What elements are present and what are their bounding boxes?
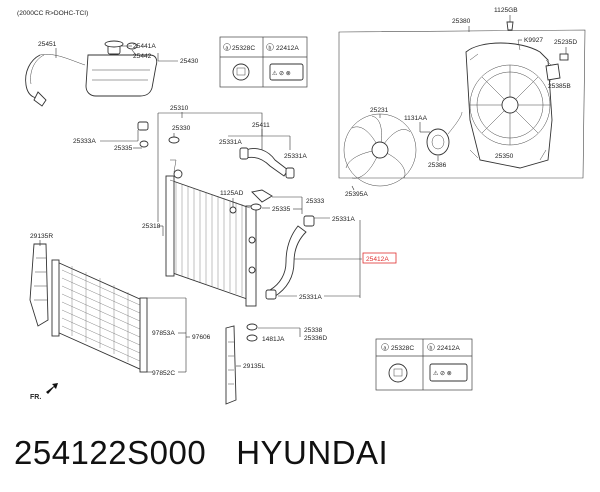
svg-text:b: b: [430, 346, 433, 352]
label-25412A: 25412A: [366, 256, 389, 263]
svg-text:a: a: [226, 46, 229, 52]
part-footer: 254122S000 HYUNDAI: [14, 428, 388, 478]
label-25231: 25231: [370, 107, 389, 114]
label-97606: 97606: [192, 334, 211, 341]
label-1481JA: 1481JA: [262, 336, 285, 343]
ref-box-bottom: a 25328C b 22412A ⚠ ⊘ ⊗: [375, 338, 473, 391]
label-25441A: 25441A: [133, 43, 156, 50]
label-25235D: 25235D: [554, 39, 577, 46]
label-K9927: K9927: [524, 37, 543, 44]
label-25331A-a: 25331A: [219, 139, 242, 146]
fan-resistor: [545, 63, 561, 81]
label-1131AA: 1131AA: [404, 115, 428, 122]
air-guard-left: [29, 243, 49, 327]
front-arrow-icon: [46, 383, 58, 394]
label-97852C: 97852C: [152, 370, 175, 377]
label-25335-b: 25335: [272, 206, 291, 213]
label-97853A: 97853A: [152, 330, 175, 337]
part-number: 254122S000: [14, 434, 207, 471]
radiator-bracket: [250, 189, 273, 211]
label-25411: 25411: [252, 122, 270, 129]
label-25451: 25451: [38, 41, 57, 48]
engine-note: (2000CC R>DOHC-TCI): [17, 10, 88, 17]
label-25333A: 25333A: [73, 138, 96, 145]
ref-top-b-code: 22412A: [276, 45, 299, 52]
brand-name: HYUNDAI: [236, 434, 389, 471]
front-label: FR.: [30, 394, 41, 401]
svg-text:b: b: [269, 46, 272, 52]
fan-blade: [343, 113, 417, 187]
label-1125AD: 1125AD: [220, 190, 244, 197]
fan-shroud: [465, 42, 553, 169]
svg-text:a: a: [384, 346, 387, 352]
label-25395A: 25395A: [345, 191, 368, 198]
upper-hose: [239, 147, 295, 179]
label-25318: 25318: [142, 223, 161, 230]
label-25331A-c: 25331A: [332, 216, 355, 223]
label-29135R: 29135R: [30, 233, 53, 240]
radiator-cap: [168, 133, 180, 173]
label-1125GB: 1125GB: [494, 7, 518, 14]
label-25338: 25338: [304, 327, 323, 334]
ref-top-a-code: 25328C: [232, 45, 255, 52]
label-25333: 25333: [306, 198, 325, 205]
ref-bottom-b-code: 22412A: [437, 345, 460, 352]
fan-motor: [426, 111, 463, 156]
part-highlight-box: [362, 252, 397, 264]
label-29135L: 29135L: [243, 363, 265, 370]
condenser: [51, 259, 148, 373]
svg-text:⚠ ⊘ ⊗: ⚠ ⊘ ⊗: [272, 70, 291, 77]
label-25386: 25386: [428, 162, 447, 169]
air-guard-right: [225, 325, 237, 405]
label-25385B: 25385B: [548, 83, 571, 90]
label-25336D: 25336D: [304, 335, 327, 342]
ref-box-top: a 25328C b 22412A ⚠ ⊘ ⊗: [219, 36, 308, 88]
drain-plug: [246, 323, 258, 342]
ref-bottom-a-code: 25328C: [391, 345, 414, 352]
label-25330: 25330: [172, 125, 191, 132]
parts-diagram: (2000CC R>DOHC-TCI) 25451 25441A 25442 2…: [17, 7, 586, 405]
label-25331A-d: 25331A: [299, 294, 322, 301]
label-25335-a: 25335: [114, 145, 133, 152]
label-25380: 25380: [452, 18, 471, 25]
label-25430: 25430: [180, 58, 199, 65]
label-25442: 25442: [133, 53, 152, 60]
label-25310: 25310: [170, 105, 189, 112]
svg-text:⚠ ⊘ ⊗: ⚠ ⊘ ⊗: [433, 370, 452, 377]
fan-assembly-frame: [338, 29, 586, 179]
label-25331A-b: 25331A: [284, 153, 307, 160]
label-25350: 25350: [495, 153, 514, 160]
reservoir-hose: [25, 54, 86, 107]
lower-hose: [265, 215, 315, 300]
